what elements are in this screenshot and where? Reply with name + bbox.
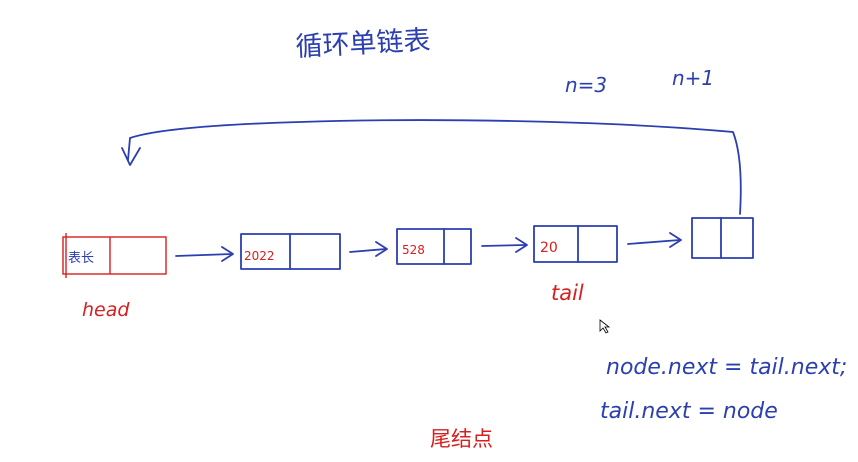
tail-insert-note: 尾结点 bbox=[430, 427, 493, 451]
node-box bbox=[691, 217, 754, 259]
node-value: 20 bbox=[540, 240, 558, 256]
next-pointer-arrow bbox=[175, 253, 233, 257]
node-count-label: n=3 bbox=[565, 73, 607, 97]
circular-arrow-head bbox=[121, 147, 141, 166]
next-pointer-arrow bbox=[349, 248, 387, 253]
mouse-pointer-icon bbox=[599, 319, 611, 334]
node-value: 表长 bbox=[68, 251, 94, 266]
node-box bbox=[62, 236, 167, 275]
list-node-head: 表长 bbox=[62, 233, 167, 278]
list-node: 528 bbox=[396, 228, 472, 265]
next-pointer-arrow bbox=[627, 239, 681, 245]
arrow-head bbox=[221, 246, 234, 262]
head-label: head bbox=[82, 299, 130, 321]
code-line: tail.next = node bbox=[600, 399, 778, 424]
list-node: 2022 bbox=[240, 233, 341, 270]
node-value: 528 bbox=[402, 243, 425, 257]
circular-back-arrow bbox=[127, 119, 742, 215]
arrow-head bbox=[515, 237, 528, 253]
diagram-title: 循环单链表 bbox=[295, 25, 431, 63]
list-node-new bbox=[691, 217, 754, 259]
node-count-next-label: n+1 bbox=[672, 66, 714, 90]
arrow-head bbox=[669, 232, 682, 248]
node-value: 2022 bbox=[244, 249, 275, 263]
next-pointer-arrow bbox=[481, 244, 527, 247]
tail-label: tail bbox=[551, 281, 584, 305]
code-line: node.next = tail.next; bbox=[606, 355, 847, 380]
node-box bbox=[533, 225, 618, 263]
arrow-head bbox=[375, 241, 388, 257]
node-box bbox=[396, 228, 472, 265]
list-node-tail: 20 bbox=[533, 225, 618, 263]
